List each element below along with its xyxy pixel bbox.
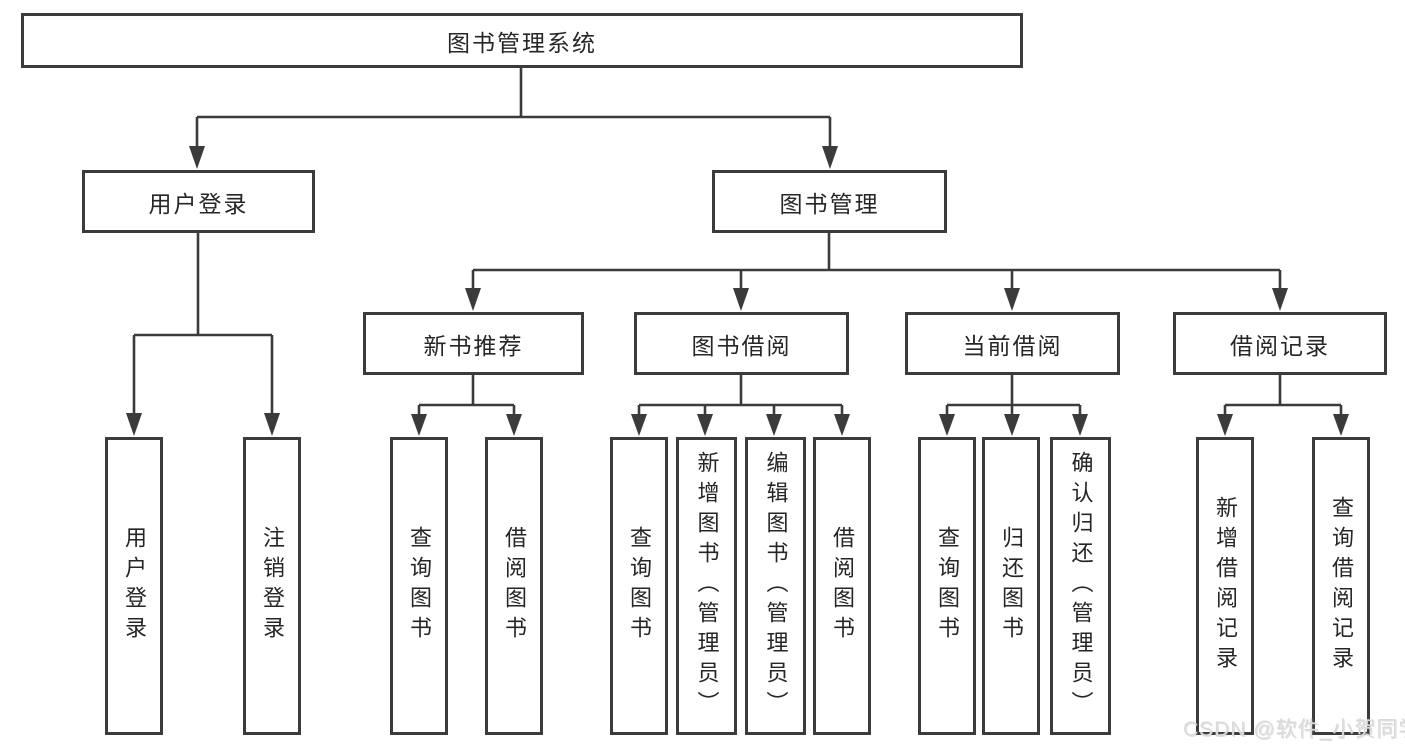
leaf-logout-label: 注销登录 xyxy=(260,526,285,646)
leaf-recommend-borrow-books-label: 借阅图书 xyxy=(502,526,527,646)
leaf-borrow-borrow-books-label: 借阅图书 xyxy=(830,526,855,646)
node-current-borrow: 当前借阅 xyxy=(905,312,1120,375)
leaf-current-confirm-return-admin-label: 确认归还（管理员） xyxy=(1068,451,1094,721)
leaf-recommend-borrow-books: 借阅图书 xyxy=(485,437,543,735)
node-new-book-recommend-label: 新书推荐 xyxy=(423,332,524,359)
node-root-label: 图书管理系统 xyxy=(447,29,597,56)
leaf-recommend-query-books-label: 查询图书 xyxy=(407,526,432,646)
node-borrow-records-label: 借阅记录 xyxy=(1230,332,1330,359)
leaf-borrow-add-books-admin-label: 新增图书（管理员） xyxy=(694,451,720,721)
leaf-borrow-borrow-books: 借阅图书 xyxy=(813,437,871,735)
leaf-records-add-record: 新增借阅记录 xyxy=(1196,437,1254,735)
node-user-login: 用户登录 xyxy=(82,170,315,233)
leaf-records-query-record: 查询借阅记录 xyxy=(1312,437,1370,735)
node-current-borrow-label: 当前借阅 xyxy=(962,332,1063,359)
leaf-current-query-books-label: 查询图书 xyxy=(935,526,960,646)
leaf-user-login-label: 用户登录 xyxy=(122,526,147,646)
leaf-records-add-record-label: 新增借阅记录 xyxy=(1213,496,1238,676)
leaf-borrow-edit-books-admin-label: 编辑图书（管理员） xyxy=(763,451,789,721)
leaf-borrow-query-books-label: 查询图书 xyxy=(627,526,652,646)
node-user-login-label: 用户登录 xyxy=(148,190,249,217)
leaf-borrow-query-books: 查询图书 xyxy=(610,437,668,735)
leaf-user-login: 用户登录 xyxy=(105,437,163,735)
leaf-logout: 注销登录 xyxy=(243,437,301,735)
leaf-current-query-books: 查询图书 xyxy=(918,437,976,735)
leaf-records-query-record-label: 查询借阅记录 xyxy=(1329,496,1354,676)
leaf-current-confirm-return-admin: 确认归还（管理员） xyxy=(1050,437,1111,735)
node-book-management-label: 图书管理 xyxy=(779,190,880,217)
csdn-watermark: CSDN @软件_小贺同学 xyxy=(1183,718,1405,741)
node-book-borrow-label: 图书借阅 xyxy=(691,332,792,359)
leaf-borrow-add-books-admin: 新增图书（管理员） xyxy=(676,437,737,735)
node-root: 图书管理系统 xyxy=(21,13,1023,68)
leaf-borrow-edit-books-admin: 编辑图书（管理员） xyxy=(745,437,806,735)
leaf-current-return-books: 归还图书 xyxy=(982,437,1040,735)
leaf-recommend-query-books: 查询图书 xyxy=(390,437,448,735)
leaf-current-return-books-label: 归还图书 xyxy=(999,526,1024,646)
node-new-book-recommend: 新书推荐 xyxy=(363,312,584,375)
node-book-management: 图书管理 xyxy=(712,170,947,233)
node-book-borrow: 图书借阅 xyxy=(634,312,849,375)
node-borrow-records: 借阅记录 xyxy=(1173,312,1387,375)
